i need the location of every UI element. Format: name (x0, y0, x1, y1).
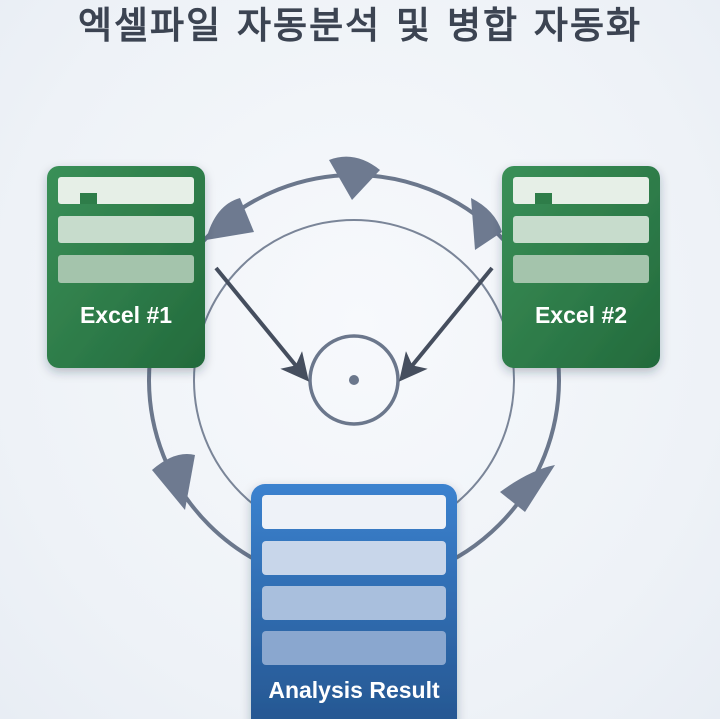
arrow-excel1-to-center (214, 266, 309, 382)
center-node (308, 334, 400, 426)
cycle-arrowhead-top (329, 156, 380, 200)
result-row-3 (262, 586, 446, 620)
excel-2-label: Excel #2 (535, 302, 627, 328)
cycle-arrowhead-lower-right (500, 465, 555, 512)
cycle-arrowhead-upper-left (206, 198, 254, 240)
analysis-result-card: Analysis Result (251, 484, 457, 719)
cycle-arrowheads (152, 156, 555, 512)
cycle-arrowhead-lower-left (152, 454, 195, 510)
excel-1-row-2 (58, 216, 194, 243)
center-dot (349, 375, 359, 385)
excel-2-row-3 (513, 255, 649, 283)
excel-1-label: Excel #1 (80, 302, 172, 328)
excel-2-card: Excel #2 (502, 166, 660, 368)
page-title: 엑셀파일 자동분석 및 병합 자동화 (77, 4, 643, 47)
excel-1-card: Excel #1 (47, 166, 205, 368)
result-row-1 (262, 495, 446, 529)
cycle-arrowhead-upper-right (471, 198, 502, 250)
result-row-2 (262, 541, 446, 575)
excel-1-row-3 (58, 255, 194, 283)
excel-2-header-row (513, 177, 649, 204)
excel-1-header-row (58, 177, 194, 204)
analysis-result-label: Analysis Result (268, 677, 440, 703)
excel-2-row-2 (513, 216, 649, 243)
arrow-excel2-to-center (399, 266, 494, 382)
excel-2-cell-marker (535, 193, 552, 204)
flow-arrows (214, 266, 494, 382)
result-row-4 (262, 631, 446, 665)
excel-1-cell-marker (80, 193, 97, 204)
